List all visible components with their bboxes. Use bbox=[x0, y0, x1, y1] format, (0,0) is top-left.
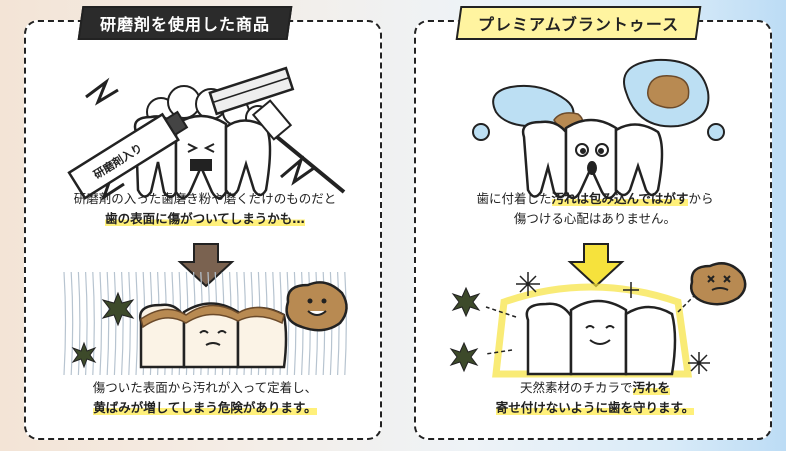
caption-highlight: 歯の表面に傷がついてしまうかも… bbox=[105, 211, 305, 226]
abrasive-caption-2: 傷ついた表面から汚れが入って定着し、 黄ばみが増してしまう危険があります。 bbox=[26, 378, 380, 418]
germ-icon bbox=[71, 341, 97, 369]
germ-icon bbox=[451, 286, 481, 318]
premium-caption-1: 歯に付着した汚れは包み込んではがすから 傷つける心配はありません。 bbox=[416, 189, 770, 229]
caption-line: 傷ついた表面から汚れが入って定着し、 bbox=[92, 380, 318, 395]
stain-blob-icon bbox=[690, 262, 747, 306]
toothbrush-icon bbox=[251, 99, 346, 194]
caption-line: 研磨剤の入った歯磨き粉や磨くだけのものだと bbox=[73, 191, 337, 206]
caption-text: 歯に付着した bbox=[476, 191, 552, 206]
surprised-teeth bbox=[521, 118, 664, 200]
premium-toothpaste-title: プレミアムブラントゥース bbox=[455, 6, 702, 40]
title-text: プレミアムブラントゥース bbox=[478, 15, 680, 34]
down-arrow-icon bbox=[177, 243, 235, 288]
scratch-line bbox=[92, 271, 95, 376]
scratch-line bbox=[63, 271, 67, 376]
germ-icon bbox=[101, 291, 135, 327]
scratch-line bbox=[77, 271, 81, 376]
stain-blob-icon bbox=[285, 281, 348, 332]
sparkle-icon bbox=[516, 272, 710, 374]
scratch-line bbox=[113, 271, 117, 376]
premium-caption-2: 天然素材のチカラで汚れを 寄せ付けないように歯を守ります。 bbox=[416, 378, 770, 418]
abrasive-bar bbox=[208, 66, 295, 116]
caption-text: 天然素材のチカラで bbox=[519, 380, 633, 395]
down-arrow-icon bbox=[567, 243, 625, 288]
title-text: 研磨剤を使用した商品 bbox=[100, 15, 271, 34]
caption-highlight: 黄ばみが増してしまう危険があります。 bbox=[93, 400, 317, 415]
protected-teeth-illustration bbox=[449, 262, 747, 378]
abrasive-caption-1: 研磨剤の入った歯磨き粉や磨くだけのものだと 歯の表面に傷がついてしまうかも… bbox=[26, 189, 380, 229]
caption-text: から bbox=[688, 191, 714, 206]
scratch-line bbox=[99, 271, 103, 376]
caption-highlight: 寄せ付けないように歯を守ります。 bbox=[495, 400, 695, 415]
abrasive-product-title: 研磨剤を使用した商品 bbox=[77, 6, 293, 40]
scratch-line bbox=[121, 271, 124, 376]
abrasive-teeth-illustration: 研磨剤入り bbox=[67, 66, 346, 201]
scratch-line bbox=[135, 271, 139, 376]
scratch-line bbox=[70, 271, 74, 376]
premium-toothpaste-panel: 歯に付着した汚れは包み込んではがすから 傷つける心配はありません。 bbox=[414, 20, 772, 440]
wrapped-stain-illustration bbox=[472, 58, 725, 200]
abrasive-product-panel: 研磨剤入り 研磨剤の入った歯磨き粉や磨くだけのものだと 歯の表面に傷がついてしま… bbox=[24, 20, 382, 440]
scratch-line bbox=[286, 271, 290, 376]
caption-highlight: 汚れを bbox=[632, 380, 671, 395]
scratch-line bbox=[106, 271, 110, 376]
scratch-line bbox=[128, 271, 131, 376]
stained-teeth-illustration bbox=[63, 271, 348, 376]
germ-icon bbox=[449, 341, 479, 373]
caption-line: 傷つける心配はありません。 bbox=[513, 211, 677, 226]
scratch-line bbox=[85, 271, 88, 376]
caption-highlight: 汚れは包み込んではがす bbox=[551, 191, 689, 206]
lightning-icon bbox=[85, 77, 119, 106]
lightning-icon bbox=[280, 155, 315, 186]
scratch-line bbox=[344, 271, 347, 376]
